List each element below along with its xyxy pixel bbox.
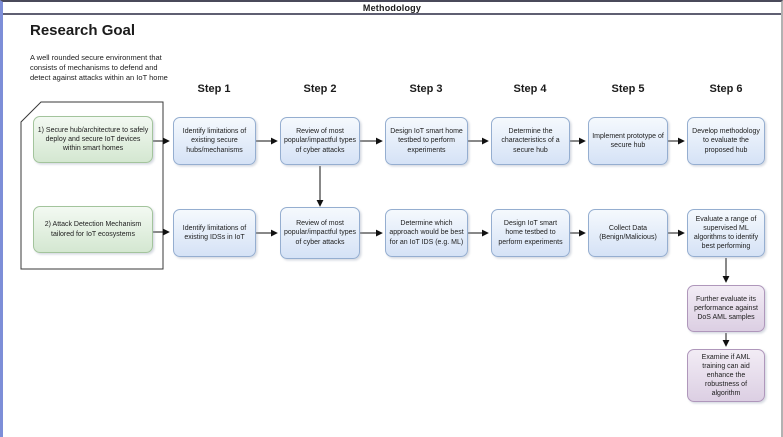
- track2-step1-box: Identify limitations of existing IDSs in…: [173, 209, 256, 257]
- track2-step2-box: Review of most popular/impactful types o…: [280, 207, 360, 259]
- followup-box-2: Examine if AML training can aid enhance …: [687, 349, 765, 402]
- page-title: Methodology: [362, 2, 422, 13]
- track1-step4-box: Determine the characteristics of a secur…: [491, 117, 570, 165]
- step-label-4: Step 4: [513, 83, 547, 95]
- track1-step1-box: Identify limitations of existing secure …: [173, 117, 256, 165]
- page-header: Methodology: [3, 2, 781, 15]
- track1-step2-box: Review of most popular/impactful types o…: [280, 117, 360, 165]
- step-label-5: Step 5: [611, 83, 645, 95]
- track1-step6-box: Develop methodology to evaluate the prop…: [687, 117, 765, 165]
- goal-box-2: 2) Attack Detection Mechanism tailored f…: [33, 206, 153, 253]
- goal-box-1: 1) Secure hub/architecture to safely dep…: [33, 116, 153, 163]
- followup-box-1: Further evaluate its performance against…: [687, 285, 765, 332]
- track1-step5-box: Implement prototype of secure hub: [588, 117, 668, 165]
- step-label-6: Step 6: [709, 83, 743, 95]
- step-label-3: Step 3: [409, 83, 443, 95]
- track2-step4-box: Design IoT smart home testbed to perform…: [491, 209, 570, 257]
- track2-step5-box: Collect Data (Benign/Malicious): [588, 209, 668, 257]
- step-label-1: Step 1: [197, 83, 231, 95]
- research-goal-description: A well rounded secure environment that c…: [30, 53, 168, 83]
- track2-step3-box: Determine which approach would be best f…: [385, 209, 468, 257]
- step-label-2: Step 2: [303, 83, 337, 95]
- research-goal-heading: Research Goal: [30, 22, 136, 39]
- track2-step6-box: Evaluate a range of supervised ML algori…: [687, 209, 765, 257]
- track1-step3-box: Design IoT smart home testbed to perform…: [385, 117, 468, 165]
